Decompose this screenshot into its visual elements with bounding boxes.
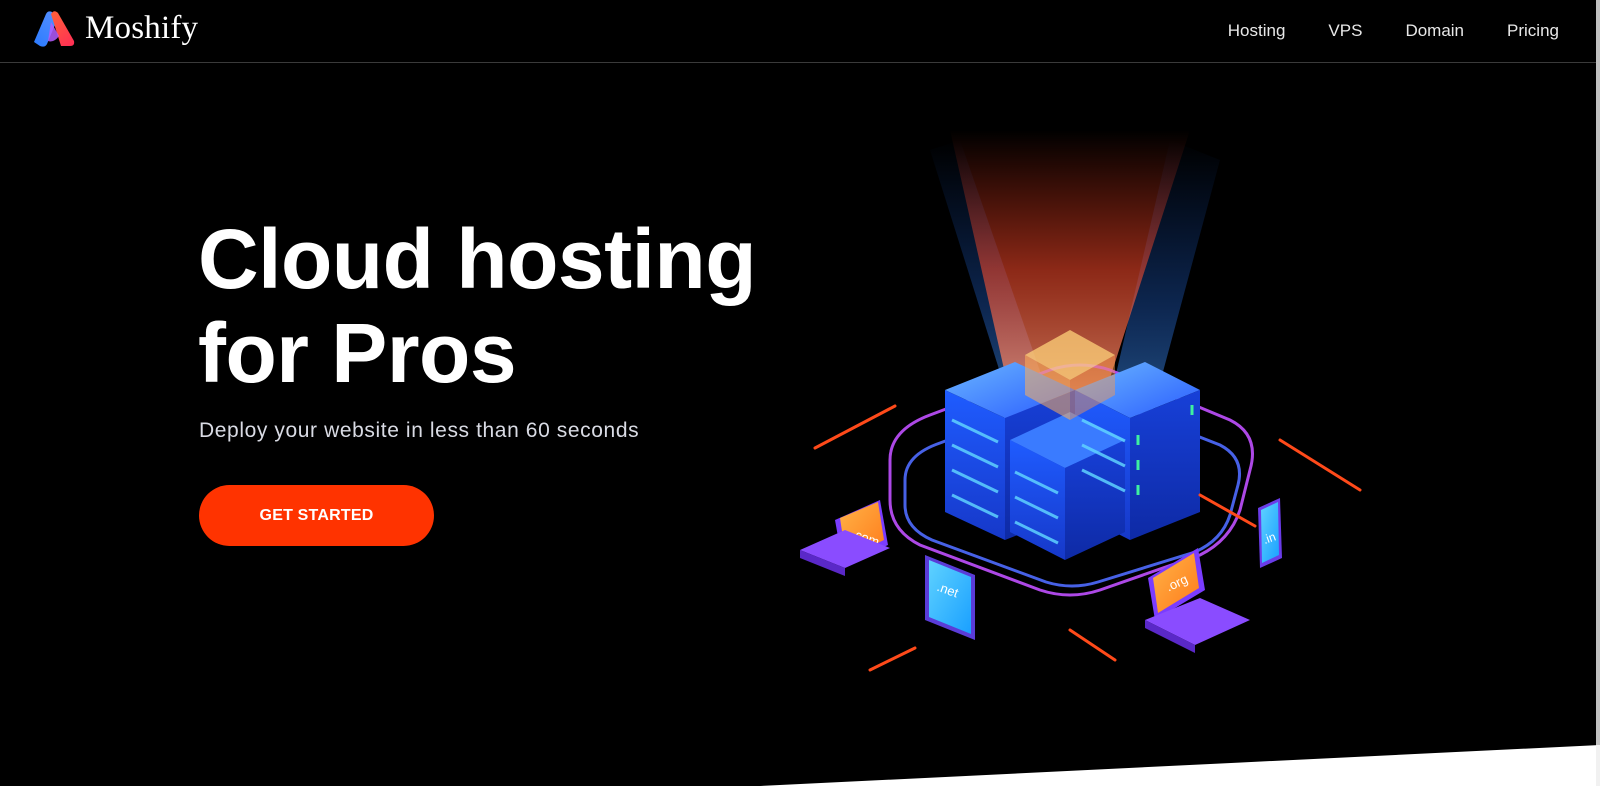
site-header: Moshify Hosting VPS Domain Pricing bbox=[0, 0, 1596, 63]
isometric-server-illustration: .com .net .org .in bbox=[800, 130, 1362, 672]
scrollbar-thumb[interactable] bbox=[1596, 0, 1600, 745]
brand-name: Moshify bbox=[85, 10, 199, 46]
nav-link-pricing[interactable]: Pricing bbox=[1507, 21, 1559, 40]
hero-title: Cloud hosting for Pros bbox=[198, 212, 838, 400]
moshify-logo-icon bbox=[34, 11, 75, 47]
svg-text:.net: .net bbox=[935, 579, 961, 601]
get-started-button[interactable]: GET STARTED bbox=[199, 485, 434, 546]
nav-link-hosting[interactable]: Hosting bbox=[1227, 21, 1286, 40]
scrollbar-track[interactable] bbox=[1596, 0, 1600, 786]
hero-title-line-2: for Pros bbox=[198, 306, 517, 400]
svg-text:.in: .in bbox=[1261, 529, 1278, 546]
nav-link-vps[interactable]: VPS bbox=[1328, 21, 1363, 40]
logo-link[interactable]: Moshify bbox=[31, 8, 198, 48]
hero-subtitle: Deploy your website in less than 60 seco… bbox=[199, 419, 640, 442]
hero-title-line-1: Cloud hosting bbox=[198, 212, 757, 306]
main-nav: Hosting VPS Domain Pricing bbox=[1185, 19, 1559, 43]
nav-link-domain[interactable]: Domain bbox=[1405, 21, 1465, 40]
